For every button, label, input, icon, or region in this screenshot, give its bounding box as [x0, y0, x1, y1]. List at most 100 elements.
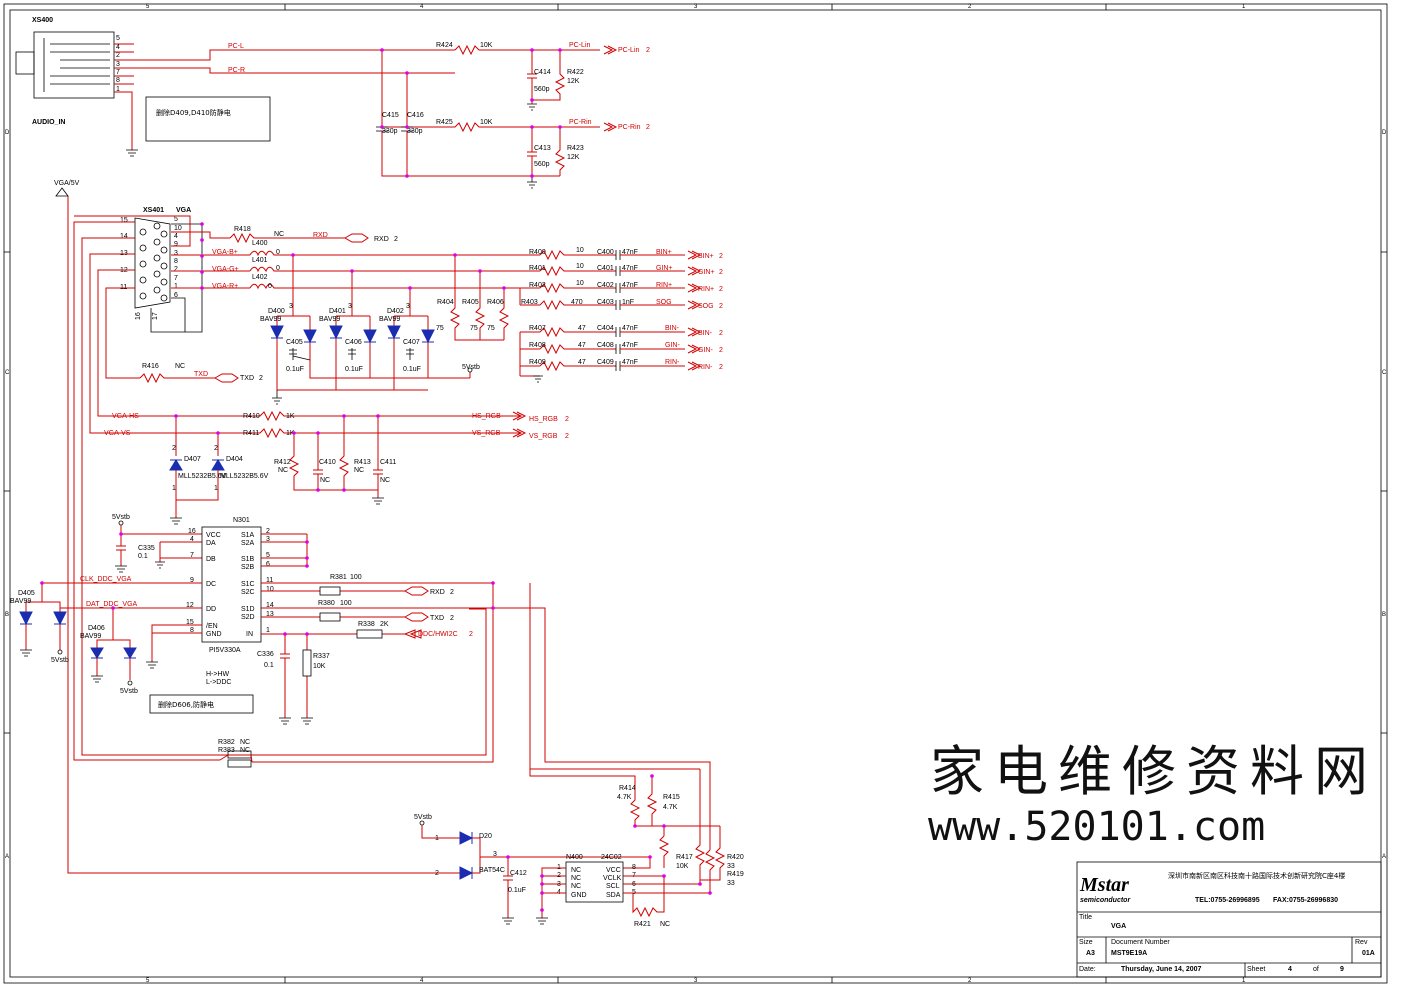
n301-ref: N301: [233, 517, 250, 524]
c400-ref: C400: [597, 249, 614, 256]
title-block: Mstar semiconductor 深圳市南新区南区科技南十路国际技术创新研…: [1076, 861, 1382, 978]
offpage-rxd-sheet: 2: [394, 236, 398, 243]
r338-ref: R338: [358, 621, 375, 628]
n301-left-pins: 16 VCC 4 DA 7 DB 9 DC 12 DD 15 /EN 8 GND: [186, 528, 222, 638]
watermark-title: 家电维修资料网: [930, 740, 1378, 803]
net-rxd: RXD: [313, 232, 328, 239]
switch-note: 删除D606,防静电: [158, 700, 214, 709]
d407-pin1: 1: [172, 485, 176, 492]
col-label-top-2: 2: [968, 4, 972, 10]
c412-val: 0.1uF: [508, 887, 526, 894]
r406-ref: R406: [487, 299, 504, 306]
d404-ref: D404: [226, 456, 243, 463]
r415-val: 4.7K: [663, 804, 678, 811]
r406-val: 75: [487, 325, 495, 332]
r418-ref: R418: [234, 226, 251, 233]
r380-ref: R380: [318, 600, 335, 607]
r421-val: NC: [660, 921, 670, 928]
audio-note: 删除D409,D410防静电: [156, 108, 231, 117]
n301-pin7: 7: [190, 552, 194, 559]
r383-val: NC: [240, 747, 250, 754]
d405-val: BAV99: [10, 598, 31, 605]
n301-pin10: 10: [266, 586, 274, 593]
c413-val: 560p: [534, 161, 550, 168]
date-label: Date:: [1079, 966, 1096, 973]
audio-connector-ref: XS400: [32, 17, 53, 24]
c407-ref: C407: [403, 339, 420, 346]
n400-pin1-name: NC: [571, 867, 581, 874]
n400-pin8-name: VCC: [606, 867, 621, 874]
c411-val: NC: [380, 477, 390, 484]
c416-ref: C416: [407, 112, 424, 119]
net-vga-vs: VGA-VS: [104, 430, 131, 437]
r410-val: 1K: [286, 413, 295, 420]
d20-pin3: 3: [493, 851, 497, 858]
r337-ref: R337: [313, 653, 330, 660]
vga-connector-ref: XS401: [143, 207, 164, 214]
c410-ref: C410: [319, 459, 336, 466]
col-label-bottom-1: 1: [1242, 978, 1246, 984]
c410-val: NC: [320, 477, 330, 484]
size-label: Size: [1079, 939, 1093, 946]
switch-offpage-ddc-sheet: 2: [469, 631, 473, 638]
c400-val: 47nF: [622, 249, 638, 256]
of-value: 9: [1340, 966, 1344, 973]
docnum-label: Document Number: [1111, 939, 1170, 946]
r412-ref: R412: [274, 459, 291, 466]
vga-5vstb-label: 5Vstb: [462, 364, 480, 371]
n301-pin-en: /EN: [206, 623, 218, 630]
n301-pin14: 14: [266, 602, 274, 609]
c414-ref: C414: [534, 69, 551, 76]
offpage-bin-minus: BIN-: [698, 330, 713, 337]
r383-ref: R383: [218, 747, 235, 754]
n301-pin6: 6: [266, 561, 270, 568]
c409-val: 47nF: [622, 359, 638, 366]
switch-offpage-rxd-sheet: 2: [450, 589, 454, 596]
offpage-hs-sheet: 2: [565, 416, 569, 423]
audio-connector-name: AUDIO_IN: [32, 119, 65, 126]
drawing-border: 5 4 3 2 1 5 4 3 2 1 D C B A D C B A: [3, 3, 1388, 984]
offpage-gin-minus: GIN-: [698, 347, 713, 354]
c406-ref: C406: [345, 339, 362, 346]
r405-val: 75: [470, 325, 478, 332]
c403-ref: C403: [597, 299, 614, 306]
vga-pin-15: 15: [120, 217, 128, 224]
n301-pin-da: DA: [206, 540, 216, 547]
audio-pin-3: 3: [116, 61, 120, 68]
n301-pin12: 12: [186, 602, 194, 609]
row-label-right-a: A: [1382, 854, 1386, 860]
r403-val: 470: [571, 299, 583, 306]
r382-ref: R382: [218, 739, 235, 746]
n301-pin16: 16: [188, 528, 196, 535]
col-label-bottom-4: 4: [420, 978, 424, 984]
r422-ref: R422: [567, 69, 584, 76]
r419-ref: R419: [727, 871, 744, 878]
r382-val: NC: [240, 739, 250, 746]
r408-ref: R408: [529, 342, 546, 349]
r337-val: 10K: [313, 663, 326, 670]
vga-pin-2: 2: [174, 266, 178, 273]
diode-75-label: 75: [436, 325, 444, 332]
d404-pin1: 1: [214, 485, 218, 492]
c409-ref: C409: [597, 359, 614, 366]
c415-val: 330p: [382, 128, 398, 135]
n400-pin8: 8: [632, 864, 636, 871]
r402-ref: R402: [529, 282, 546, 289]
c408-ref: C408: [597, 342, 614, 349]
c404-val: 47nF: [622, 325, 638, 332]
n301-pin-s2a: S2A: [241, 540, 255, 547]
net-txd: TXD: [194, 371, 208, 378]
audio-pin-5: 5: [116, 35, 120, 42]
n301-pin-vcc: VCC: [206, 532, 221, 539]
sync-section: VGA-HS VGA-VS R410 1K R411 1K HS_RGB VS_…: [104, 410, 569, 525]
n301-pin-dc: DC: [206, 581, 216, 588]
n301-name: PI5V330A: [209, 647, 241, 654]
r403-ref: R403: [521, 299, 538, 306]
d406-val: BAV99: [80, 633, 101, 640]
offpage-sheet-7: 2: [719, 364, 723, 371]
size-value: A3: [1086, 950, 1095, 957]
offpage-sog: SOG: [698, 303, 714, 310]
n301-pin-s1c: S1C: [241, 581, 255, 588]
d400-ref: D400: [268, 308, 285, 315]
c335-val: 0.1: [138, 553, 148, 560]
